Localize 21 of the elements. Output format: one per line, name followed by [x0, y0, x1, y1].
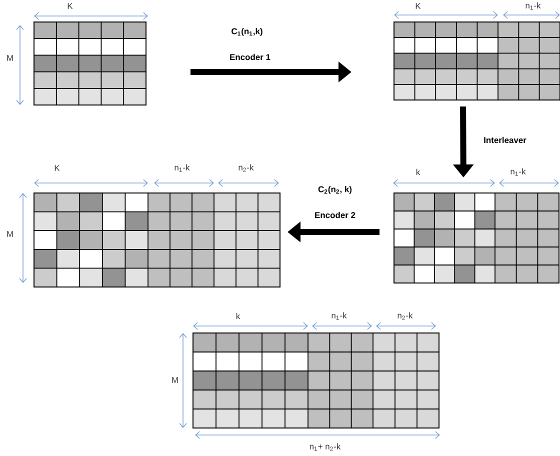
dimension-label: n$_{2}$-k: [238, 164, 254, 172]
matrix-drawing: [394, 192, 560, 284]
matrix-drawing: [394, 22, 560, 100]
matrix-drawing: [34, 192, 280, 288]
dimension-label: K: [416, 3, 421, 9]
dimension-label: M: [7, 55, 13, 61]
matrix-drawing: [192, 332, 440, 428]
edge-label: Interleaver: [482, 136, 528, 144]
edge-label: Encoder 1: [228, 52, 272, 62]
matrix-drawing: [34, 22, 146, 106]
dimension-label: n$_{2}$-k: [398, 312, 413, 320]
dimension-label: n$_{1}$+ n$_{2}$-k: [310, 443, 341, 451]
dimension-label: M: [7, 231, 13, 237]
dimension-label: k: [416, 168, 420, 176]
code-label: C$_{2}$(n$_{2}$, k): [318, 186, 352, 194]
code-label: C$_{1}$(n$_{1}$,k): [232, 28, 262, 36]
edge-label: Encoder 2: [314, 210, 356, 220]
dimension-label: k: [236, 312, 240, 320]
dimension-label: K: [54, 165, 60, 171]
dimension-label: M: [172, 377, 178, 383]
dimension-label: K: [68, 3, 73, 9]
